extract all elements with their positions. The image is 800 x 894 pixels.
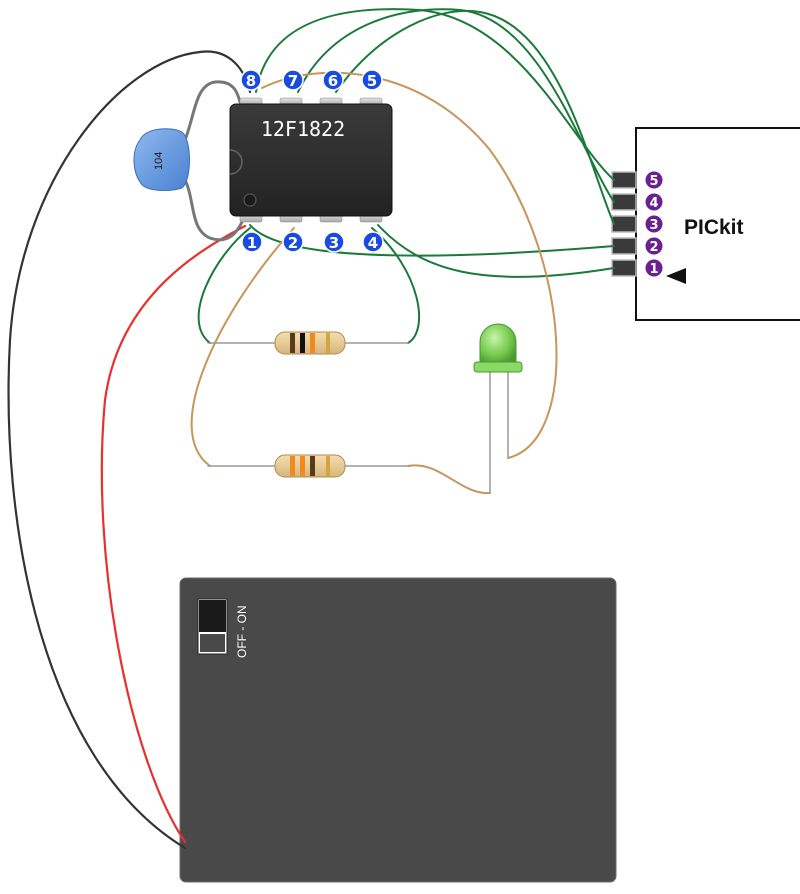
wire-gray-cap-bottom[interactable] [183,178,244,242]
resistor-2[interactable] [274,454,346,478]
pickit-programmer: PICkit 5 4 3 2 [611,127,800,321]
mcu-pin-badge: 8 [240,69,262,91]
chip-notch-icon [229,149,243,175]
svg-text:5: 5 [649,174,658,189]
pickit-pin-badge: 4 [645,193,663,211]
chip-part-number: 12F1822 [261,117,345,141]
svg-text:2: 2 [288,234,298,252]
pickit-pin-badge: 5 [645,171,663,189]
svg-text:7: 7 [288,72,298,90]
power-switch[interactable] [197,598,228,655]
switch-label: OFF - ON [235,605,249,658]
pickit-pin-badge: 3 [645,215,663,233]
svg-text:4: 4 [368,234,378,252]
svg-text:5: 5 [367,72,377,90]
wire-red[interactable] [100,224,247,844]
mcu-pin-badge: 7 [282,69,304,91]
capacitor[interactable]: 104 [133,128,190,191]
mcu-pin-badge: 6 [322,69,344,91]
wire-green-pin1-r1[interactable] [197,227,251,344]
wire-green-pin4-pickit[interactable] [377,224,615,278]
svg-text:3: 3 [649,218,658,233]
pickit-label: PICkit [684,216,744,239]
mcu-chip: 12F1822 [229,97,393,223]
svg-text:8: 8 [246,72,256,90]
wire-green-pin4-r1[interactable] [371,227,421,344]
svg-text:1: 1 [649,262,658,277]
pickit-pin-badge: 2 [645,237,663,255]
led-green[interactable] [473,323,523,373]
resistor-1[interactable] [274,331,346,355]
mcu-pin-badge: 3 [323,231,345,253]
pin1-marker-icon [666,268,686,284]
chip-body [229,103,393,217]
mcu-pin-badge: 1 [241,231,263,253]
pickit-pin-badges: 5 4 3 2 1 [645,171,663,277]
pickit-header [611,171,637,277]
svg-text:4: 4 [649,196,658,211]
battery-box: OFF - ON [179,577,617,883]
mcu-pin-badge: 4 [362,231,384,253]
svg-text:2: 2 [649,240,658,255]
wire-green-pin1-pickit[interactable] [249,224,615,257]
led-legs [489,371,509,494]
wire-tan-r2-led[interactable] [407,464,491,495]
wire-tan-pin2-r2[interactable] [190,227,295,467]
capacitor-label: 104 [153,152,165,170]
wire-black[interactable] [7,50,252,850]
wire-green-pin6[interactable] [335,9,615,225]
pin1-dot-icon [243,193,257,207]
mcu-pin-badge: 2 [282,231,304,253]
svg-text:6: 6 [328,72,338,90]
svg-text:1: 1 [247,234,257,252]
mcu-pin-badge: 5 [361,69,383,91]
wire-gray-cap-top[interactable] [183,80,242,142]
mcu-pin-badges: 8 7 6 5 1 2 3 4 [240,69,384,253]
pickit-pin-badge: 1 [645,259,663,277]
svg-text:3: 3 [329,234,339,252]
